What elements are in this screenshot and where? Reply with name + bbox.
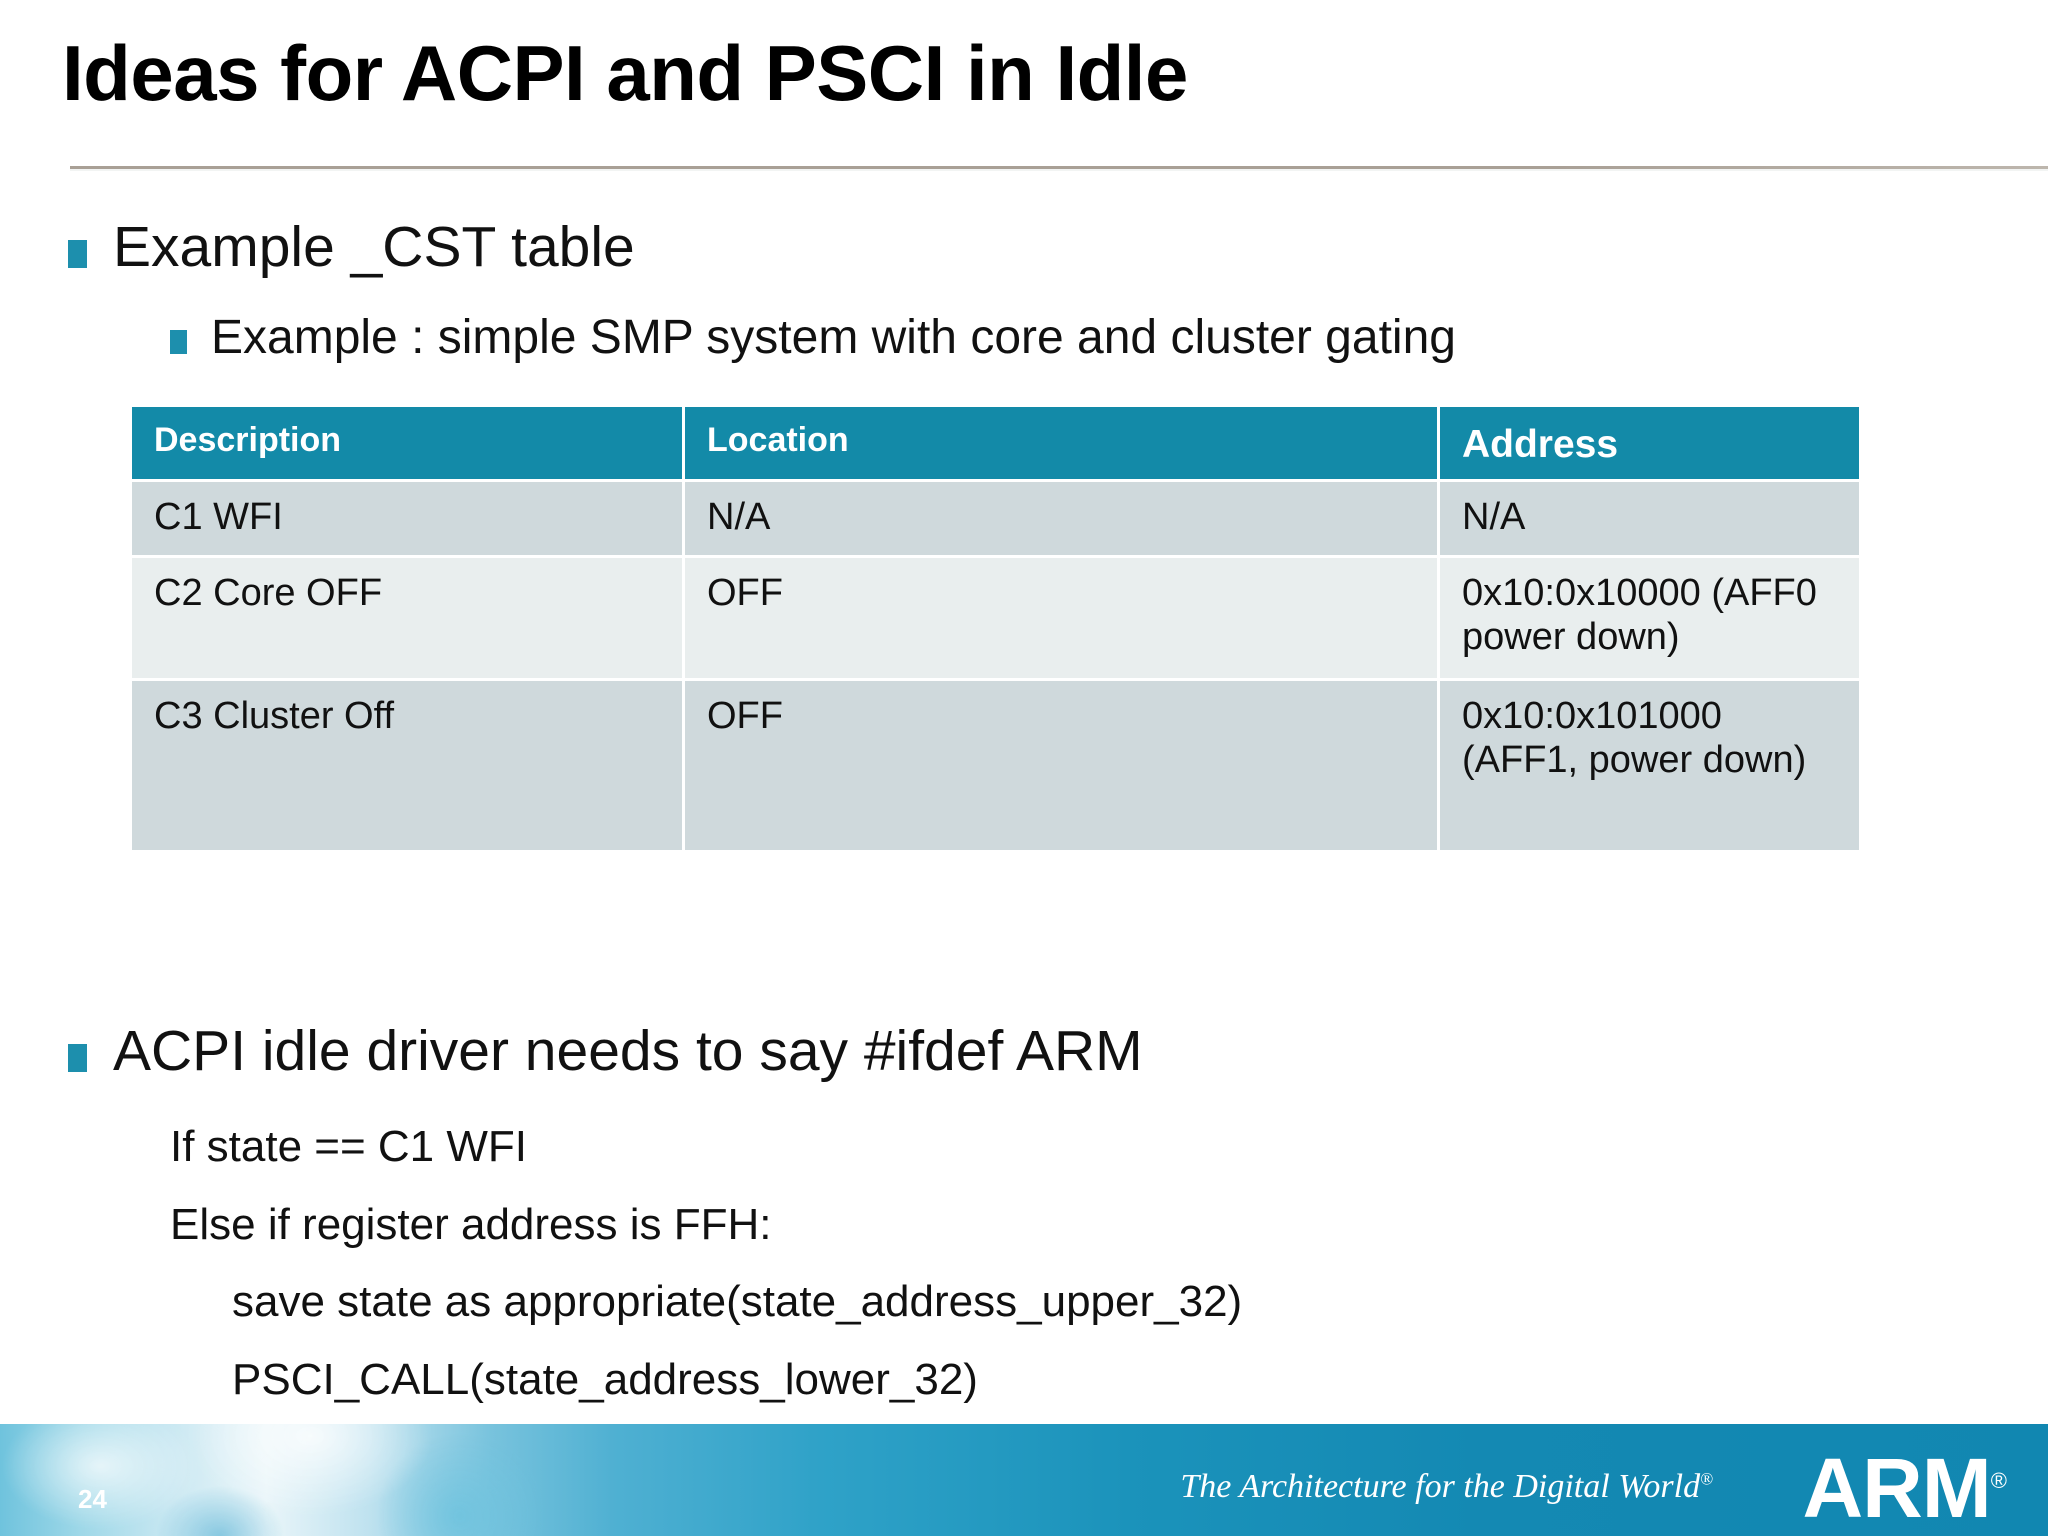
cst-table: Description Location Address C1 WFI N/A … (132, 407, 1859, 853)
table-row: C3 Cluster Off OFF 0x10:0x101000 (AFF1, … (132, 681, 1859, 853)
pseudocode-psci-call: PSCI_CALL(state_address_lower_32) (232, 1355, 978, 1404)
cell-address: 0x10:0x101000 (AFF1, power down) (1437, 681, 1859, 853)
bullet-example-cst-label: Example _CST table (113, 215, 635, 279)
page-number: 24 (78, 1484, 107, 1514)
cell-description: C3 Cluster Off (132, 681, 682, 853)
cell-location: OFF (682, 558, 1437, 681)
bullet-acpi-idle-driver: ACPI idle driver needs to say #ifdef ARM (68, 1019, 1143, 1083)
bullet-example-smp: Example : simple SMP system with core an… (170, 311, 1456, 364)
footer-tagline: The Architecture for the Digital World® (1180, 1468, 1713, 1506)
table-body: C1 WFI N/A N/A C2 Core OFF OFF 0x10:0x10… (132, 482, 1859, 853)
bullet-example-smp-label: Example : simple SMP system with core an… (211, 311, 1456, 364)
globe-graphic (0, 1424, 640, 1536)
column-header-address: Address (1437, 407, 1859, 482)
table-row: C2 Core OFF OFF 0x10:0x10000 (AFF0 power… (132, 558, 1859, 681)
arm-logo: ARM® (1802, 1446, 2007, 1530)
arm-logo-text: ARM (1802, 1441, 1991, 1535)
title-divider (70, 166, 2048, 169)
table-header-row: Description Location Address (132, 407, 1859, 482)
pseudocode-else-if-register: Else if register address is FFH: (170, 1200, 772, 1249)
title-divider-shadow (70, 169, 2048, 171)
slide-footer: 24 The Architecture for the Digital Worl… (0, 1424, 2048, 1536)
bullet-square-icon (170, 330, 187, 354)
cell-location: N/A (682, 482, 1437, 558)
bullet-square-icon (68, 1044, 87, 1072)
cell-address: N/A (1437, 482, 1859, 558)
footer-tagline-text: The Architecture for the Digital World (1180, 1468, 1701, 1505)
cell-location: OFF (682, 681, 1437, 853)
bullet-acpi-idle-driver-label: ACPI idle driver needs to say #ifdef ARM (113, 1019, 1143, 1083)
pseudocode-save-state: save state as appropriate(state_address_… (232, 1277, 1243, 1326)
registered-mark-icon: ® (1700, 1469, 1713, 1489)
column-header-description: Description (132, 407, 682, 482)
table-row: C1 WFI N/A N/A (132, 482, 1859, 558)
bullet-square-icon (68, 240, 87, 268)
cell-description: C2 Core OFF (132, 558, 682, 681)
cell-description: C1 WFI (132, 482, 682, 558)
registered-mark-icon: ® (1990, 1468, 2007, 1493)
bullet-example-cst: Example _CST table (68, 215, 635, 279)
pseudocode-if-state: If state == C1 WFI (170, 1122, 528, 1171)
column-header-location: Location (682, 407, 1437, 482)
cell-address: 0x10:0x10000 (AFF0 power down) (1437, 558, 1859, 681)
table-header: Description Location Address (132, 407, 1859, 482)
page-title: Ideas for ACPI and PSCI in Idle (62, 29, 1188, 117)
